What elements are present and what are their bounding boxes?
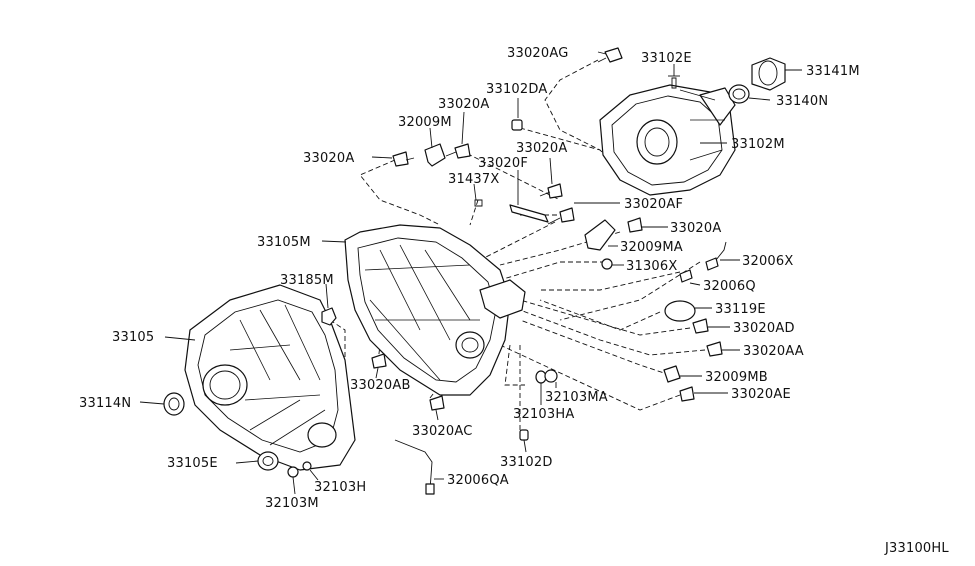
label-33020A-4: 33020A <box>670 221 721 236</box>
label-32009MA: 32009MA <box>620 240 683 255</box>
pin-33102DA <box>511 119 523 131</box>
boot-33141M <box>751 57 786 91</box>
label-32006X: 32006X <box>742 254 793 269</box>
label-33020AA: 33020AA <box>743 344 804 359</box>
label-33020A-3: 33020A <box>516 141 567 156</box>
bolt-33020AD <box>692 318 709 334</box>
label-33140N: 33140N <box>776 94 828 109</box>
sensor-32006X <box>705 241 727 271</box>
bracket-32009M <box>424 143 446 167</box>
label-33020AC: 33020AC <box>412 424 473 439</box>
label-33105E: 33105E <box>167 456 218 471</box>
bolt-33020A-2 <box>392 151 415 167</box>
label-33020AD: 33020AD <box>733 321 795 336</box>
label-33020A-2: 33020A <box>303 151 354 166</box>
label-33102M: 33102M <box>731 137 785 152</box>
extension-housing-33102M <box>599 84 736 196</box>
part-labels: 33020AG 33102E 33141M 33140N 33102DA 330… <box>79 46 949 556</box>
label-33114N: 33114N <box>79 396 131 411</box>
seal-33105E <box>257 451 279 471</box>
bolt-33020AE <box>679 386 695 402</box>
label-32006Q: 32006Q <box>703 279 756 294</box>
bolt-33020AF <box>547 207 575 225</box>
rear-case-33105M <box>344 224 526 396</box>
label-33020A-1: 33020A <box>438 97 489 112</box>
label-32103M: 32103M <box>265 496 319 511</box>
sensor-33185M <box>321 307 337 326</box>
label-33020AF: 33020AF <box>624 197 683 212</box>
plug-31306X <box>601 258 613 270</box>
plug-32103MA <box>544 369 558 383</box>
seal-33140N <box>728 84 750 104</box>
diagram-code: J33100HL <box>884 541 949 556</box>
washer-32103H <box>302 461 312 471</box>
leader-lines <box>139 51 802 495</box>
label-33141M: 33141M <box>806 64 860 79</box>
label-33102E: 33102E <box>641 51 692 66</box>
label-32103MA: 32103MA <box>545 390 608 405</box>
pin-33102D <box>519 429 529 441</box>
bolt-33020AB <box>371 353 387 369</box>
seal-33114N <box>163 392 185 416</box>
bolt-33020A-4 <box>627 217 643 233</box>
cover-33119E <box>664 300 696 322</box>
bolt-33020A-3 <box>539 183 563 199</box>
label-33185M: 33185M <box>280 273 334 288</box>
front-case-33105 <box>184 284 356 471</box>
pin-31437X <box>474 199 483 207</box>
label-32009M: 32009M <box>398 115 452 130</box>
bolt-33020AA <box>706 341 723 357</box>
bracket-33020F <box>509 204 549 223</box>
label-33105M: 33105M <box>257 235 311 250</box>
label-31306X: 31306X <box>626 259 677 274</box>
label-32006QA: 32006QA <box>447 473 509 488</box>
label-33119E: 33119E <box>715 302 766 317</box>
bracket-32009MB <box>663 365 681 383</box>
sensor-32006Q <box>679 269 693 283</box>
bolt-33020AC <box>429 395 445 411</box>
label-32103HA: 32103HA <box>513 407 574 422</box>
bolt-33020AG <box>597 47 623 63</box>
label-33102D: 33102D <box>500 455 553 470</box>
label-31437X: 31437X <box>448 172 499 187</box>
label-33102DA: 33102DA <box>486 82 547 97</box>
label-33020AG: 33020AG <box>507 46 569 61</box>
bolt-33020A-1 <box>445 143 471 159</box>
plug-32103M <box>287 466 299 478</box>
label-33020AE: 33020AE <box>731 387 791 402</box>
sensor-32006QA <box>394 439 435 495</box>
label-32103H: 32103H <box>314 480 366 495</box>
label-32009MB: 32009MB <box>705 370 768 385</box>
label-33020AB: 33020AB <box>350 378 411 393</box>
bracket-32009MA <box>584 219 616 251</box>
label-33105: 33105 <box>112 330 154 345</box>
assembly-guide-lines <box>299 59 706 441</box>
label-33020F: 33020F <box>478 156 528 171</box>
